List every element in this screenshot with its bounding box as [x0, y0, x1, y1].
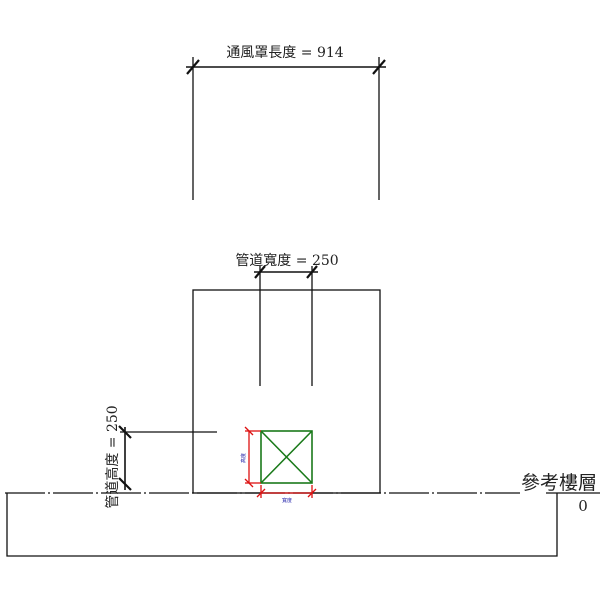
duct-width-label: 管道寬度 = 250 [235, 252, 338, 269]
hood-outline[interactable] [192, 289, 381, 494]
level-name[interactable]: 參考樓層 [521, 472, 597, 494]
small-height-label: 高度 [240, 453, 247, 463]
duct-height-label: 管道高度 = 250 [104, 405, 121, 508]
floor-slab [5, 492, 600, 557]
level-elevation: 0 [578, 497, 588, 515]
small-width-label: 寬度 [282, 497, 292, 504]
duct-section[interactable] [260, 430, 313, 484]
duct-height-dimension[interactable] [118, 425, 217, 491]
hood-length-dimension[interactable] [186, 57, 386, 200]
duct-width-dimension[interactable] [254, 265, 318, 386]
duct-red-dimensions [244, 426, 317, 498]
hood-length-label: 通風罩長度 = 914 [226, 45, 343, 61]
